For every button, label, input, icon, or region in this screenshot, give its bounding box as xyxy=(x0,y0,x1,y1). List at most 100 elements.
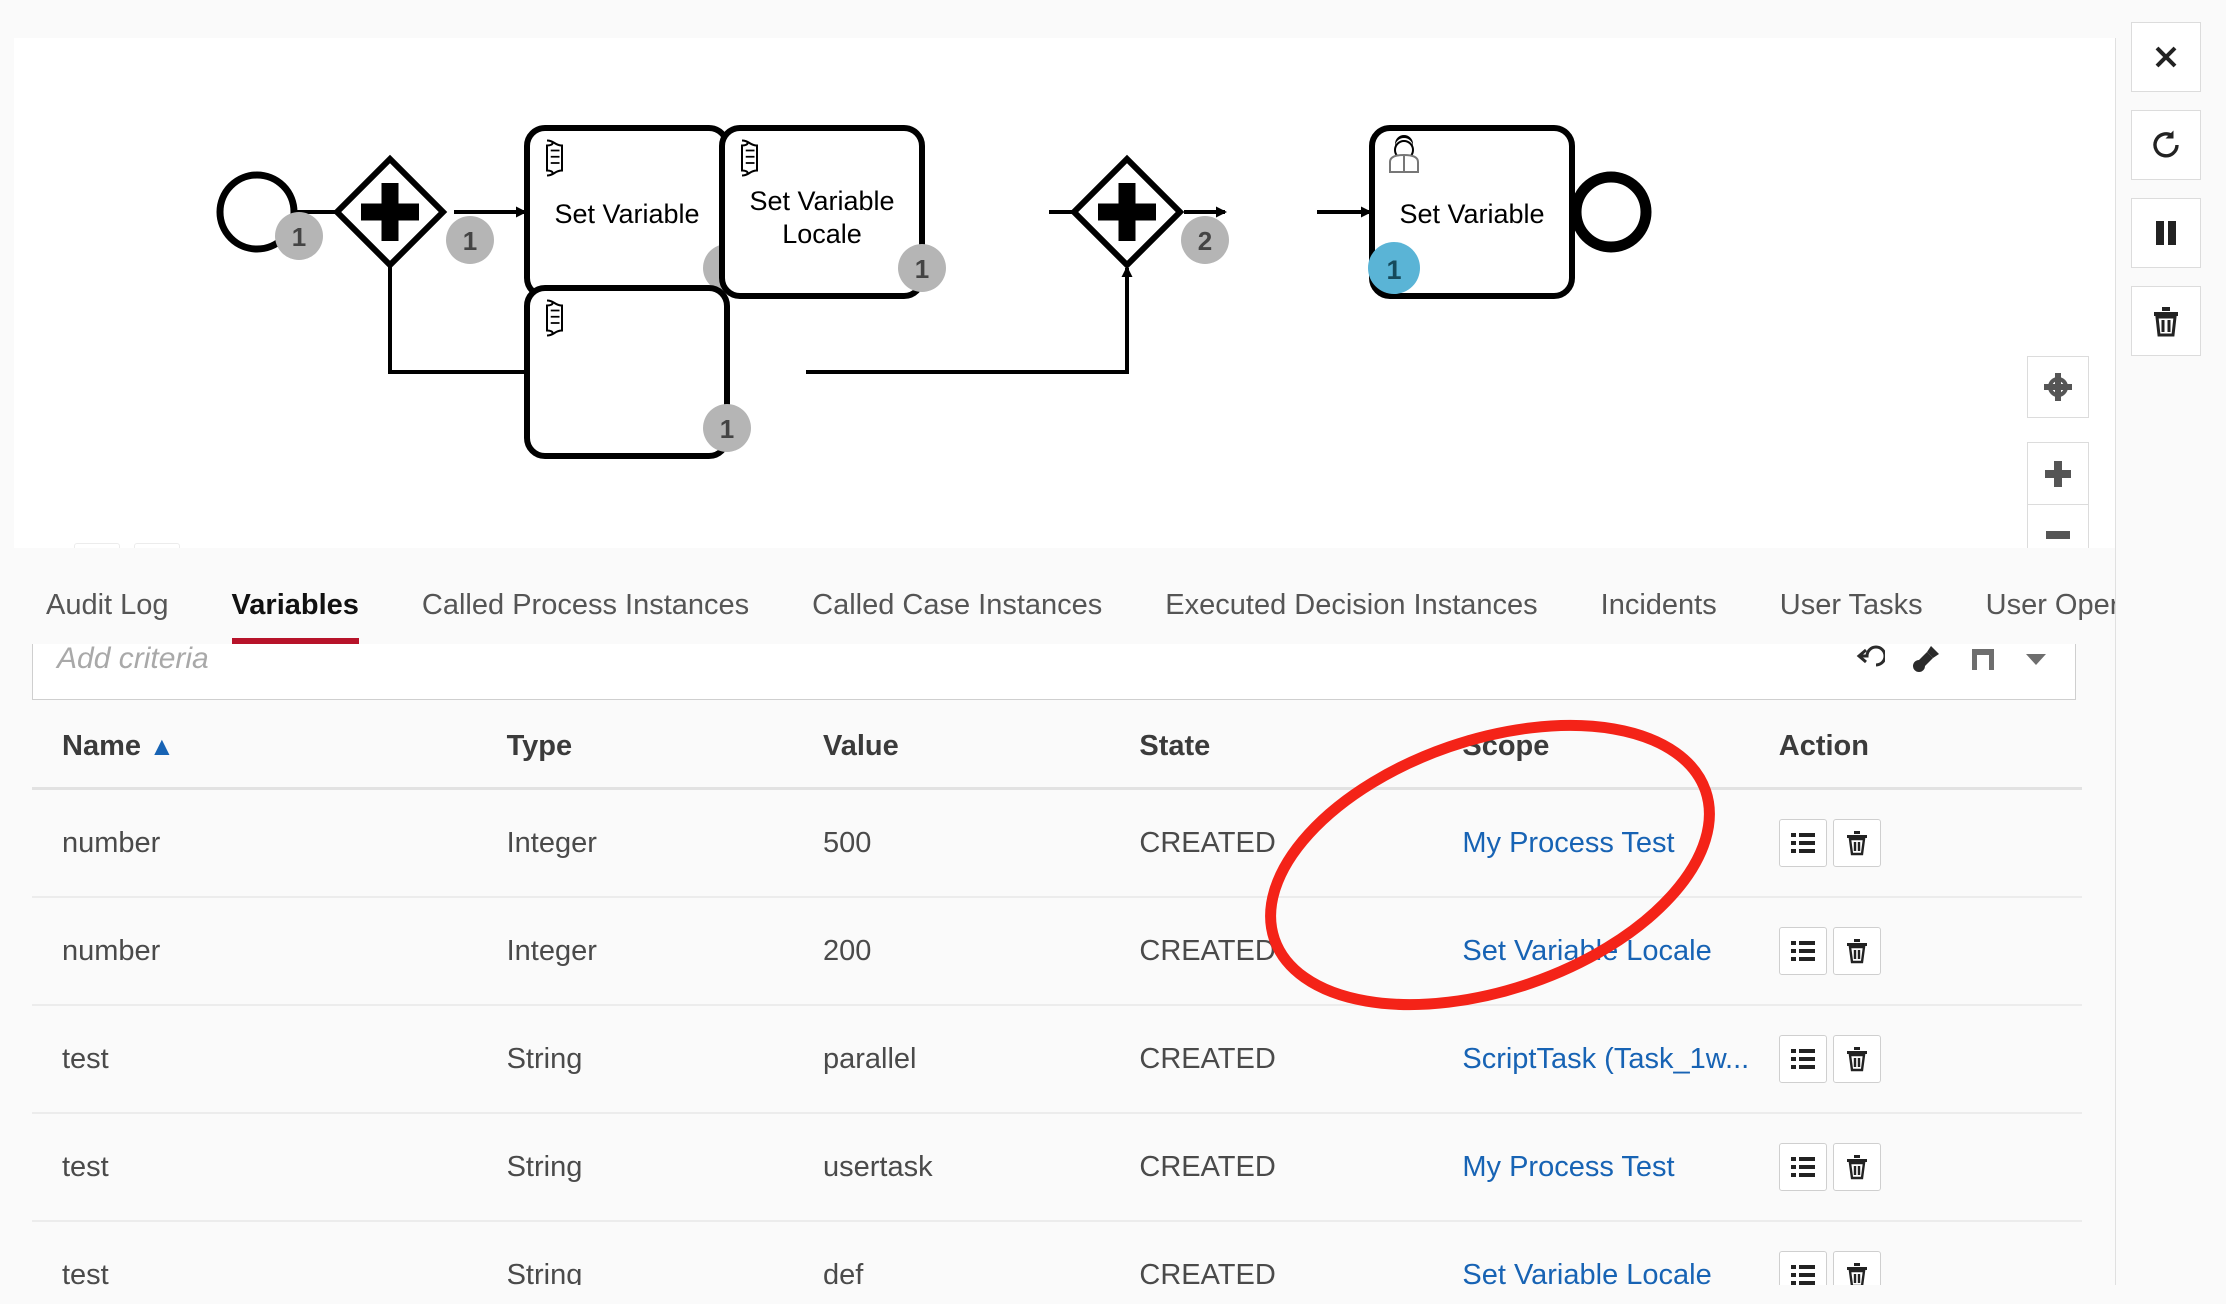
suspend-instance-button[interactable] xyxy=(2131,198,2201,268)
bpmn-parallel-gateway-split[interactable]: 1 xyxy=(332,154,494,270)
save-filter-button[interactable] xyxy=(1967,644,1999,674)
table-row[interactable]: test String parallel CREATED ScriptTask … xyxy=(32,1005,2082,1114)
reset-zoom-button[interactable] xyxy=(2027,356,2089,418)
column-header-value[interactable]: Value xyxy=(822,704,1140,790)
cell-state: CREATED xyxy=(1139,1113,1463,1222)
row-action-group[interactable] xyxy=(1778,927,2082,975)
column-header-action: Action xyxy=(1778,704,2082,790)
cancel-instance-button[interactable] xyxy=(2131,22,2201,92)
delete-variable-button[interactable] xyxy=(1832,1035,1881,1083)
table-row[interactable]: number Integer 500 CREATED My Process Te… xyxy=(32,788,2082,898)
column-header-type[interactable]: Type xyxy=(506,704,823,790)
show-details-button[interactable] xyxy=(1778,819,1827,867)
row-action-group[interactable] xyxy=(1778,819,2082,867)
tab-called-case-instances[interactable]: Called Case Instances xyxy=(812,589,1103,621)
undo-filter-button[interactable] xyxy=(1855,644,1885,675)
row-action-group[interactable] xyxy=(1778,1035,2082,1083)
zoom-out-button[interactable] xyxy=(2027,504,2089,548)
bpmn-parallel-gateway-join[interactable]: 2 xyxy=(1069,154,1229,270)
table-header-row: Name▲ Type Value State Scope Action xyxy=(32,704,2082,790)
cell-name: test xyxy=(32,1221,507,1285)
bpmn-script-task-set-variable-locale[interactable]: Set Variable Locale 1 xyxy=(719,125,946,299)
retry-job-button[interactable] xyxy=(2131,110,2201,180)
detail-tabs-bar[interactable]: Audit Log Variables Called Process Insta… xyxy=(14,548,2116,645)
row-action-group[interactable] xyxy=(1778,1143,2082,1191)
delete-variable-button[interactable] xyxy=(1832,1143,1881,1191)
filter-bar-region: Add criteria xyxy=(14,644,2116,704)
cell-value: 500 xyxy=(822,788,1140,898)
table-row[interactable]: test String def CREATED Set Variable Loc… xyxy=(32,1221,2082,1285)
trash-icon xyxy=(1846,939,1867,964)
bpmn-script-task-set-variable[interactable]: Set Variable 1 xyxy=(524,125,751,299)
row-action-group[interactable] xyxy=(1778,1251,2082,1285)
cell-scope: My Process Test xyxy=(1462,788,1779,898)
svg-text:1: 1 xyxy=(1386,255,1401,285)
variables-table-head: Name▲ Type Value State Scope Action xyxy=(32,704,2082,790)
collapse-diagram-button[interactable] xyxy=(74,543,120,548)
bpmn-start-event[interactable]: 1 xyxy=(216,171,323,260)
tab-incidents[interactable]: Incidents xyxy=(1600,589,1717,621)
cell-name: test xyxy=(32,1113,507,1222)
zoom-in-button[interactable] xyxy=(2027,442,2089,504)
show-details-button[interactable] xyxy=(1778,1035,1827,1083)
scope-link[interactable]: Set Variable Locale xyxy=(1462,934,1712,967)
column-header-state[interactable]: State xyxy=(1139,704,1463,790)
cell-name: test xyxy=(32,1005,507,1114)
tab-executed-decision-instances[interactable]: Executed Decision Instances xyxy=(1165,589,1538,621)
bpmn-script-task-unnamed[interactable]: 1 xyxy=(524,285,751,459)
delete-variable-button[interactable] xyxy=(1832,819,1881,867)
column-header-scope[interactable]: Scope xyxy=(1462,704,1779,790)
show-details-button[interactable] xyxy=(1778,1251,1827,1285)
svg-text:1: 1 xyxy=(915,254,929,284)
svg-text:Set Variable: Set Variable xyxy=(554,199,699,229)
instance-action-toolbar[interactable] xyxy=(2131,22,2201,374)
bpmn-end-event[interactable] xyxy=(1570,171,1652,253)
tab-called-process-instances[interactable]: Called Process Instances xyxy=(421,589,750,621)
add-criteria-input[interactable]: Add criteria xyxy=(57,644,209,675)
tab-variables[interactable]: Variables xyxy=(231,589,360,644)
bpmn-user-task-set-variable[interactable]: Set Variable 1 xyxy=(1368,125,1575,299)
filter-dropdown-button[interactable] xyxy=(2023,649,2049,669)
column-header-name[interactable]: Name▲ xyxy=(32,704,507,790)
cell-action xyxy=(1778,788,2082,898)
trash-icon xyxy=(1846,1155,1867,1180)
bpmn-diagram-canvas[interactable]: 1 1 Set Variable 1 xyxy=(14,38,2115,548)
tab-audit-log[interactable]: Audit Log xyxy=(46,589,169,621)
show-details-button[interactable] xyxy=(1778,927,1827,975)
reset-zoom-icon xyxy=(2044,373,2072,401)
refresh-icon xyxy=(2153,130,2179,158)
scope-link[interactable]: My Process Test xyxy=(1462,826,1675,859)
delete-variable-button[interactable] xyxy=(1832,1251,1881,1285)
table-row[interactable]: number Integer 200 CREATED Set Variable … xyxy=(32,897,2082,1006)
bpmn-diagram-panel[interactable]: 1 1 Set Variable 1 xyxy=(14,38,2116,549)
cell-state: CREATED xyxy=(1139,1221,1463,1285)
delete-variable-button[interactable] xyxy=(1832,927,1881,975)
cell-scope: Set Variable Locale xyxy=(1462,897,1779,1006)
filter-bar[interactable]: Add criteria xyxy=(32,644,2076,700)
cell-type: String xyxy=(506,1221,823,1285)
cell-type: String xyxy=(506,1005,823,1114)
diagram-footer-controls[interactable] xyxy=(74,543,180,548)
list-icon xyxy=(1790,1265,1815,1285)
show-details-button[interactable] xyxy=(1778,1143,1827,1191)
expand-diagram-button[interactable] xyxy=(134,543,180,548)
pin-filter-button[interactable] xyxy=(1909,644,1943,676)
cell-state: CREATED xyxy=(1139,1005,1463,1114)
filter-actions[interactable] xyxy=(1855,644,2075,676)
trash-icon xyxy=(1846,831,1867,856)
sort-asc-icon: ▲ xyxy=(149,731,175,761)
detail-tabs[interactable]: Audit Log Variables Called Process Insta… xyxy=(14,548,2115,644)
scope-link[interactable]: My Process Test xyxy=(1462,1150,1675,1183)
table-row[interactable]: test String usertask CREATED My Process … xyxy=(32,1113,2082,1222)
cell-value: def xyxy=(822,1221,1140,1285)
variables-table-container[interactable]: Name▲ Type Value State Scope Action numb… xyxy=(14,704,2116,1285)
diagram-zoom-controls[interactable] xyxy=(2027,356,2091,548)
cell-scope: My Process Test xyxy=(1462,1113,1779,1222)
delete-instance-button[interactable] xyxy=(2131,286,2201,356)
svg-text:Set Variable: Set Variable xyxy=(1399,199,1544,229)
cell-type: Integer xyxy=(506,897,823,1006)
scope-link[interactable]: Set Variable Locale xyxy=(1462,1258,1712,1286)
scope-link[interactable]: ScriptTask (Task_1w... xyxy=(1462,1042,1750,1075)
tab-user-operations[interactable]: User Operat xyxy=(1985,589,2115,621)
tab-user-tasks[interactable]: User Tasks xyxy=(1779,589,1923,621)
